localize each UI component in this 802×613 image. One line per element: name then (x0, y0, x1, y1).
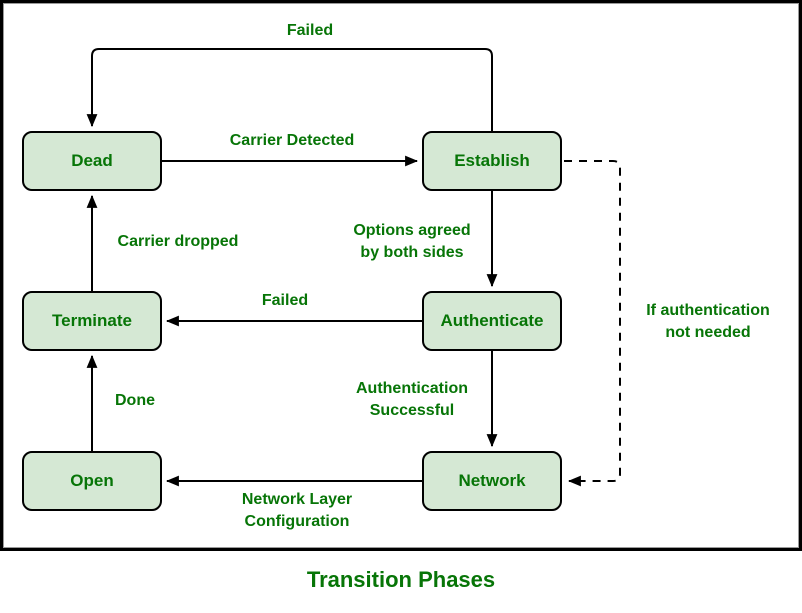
state-box-establish: Establish (422, 131, 562, 191)
transition-label-authentication-successful-line1: Authentication (356, 380, 468, 397)
state-box-open: Open (22, 451, 162, 511)
transition-label-if-authentication-not-needed-line1: If authentication (646, 302, 770, 319)
state-label-open: Open (70, 471, 114, 490)
transition-label-authentication-successful: Authentication Successful (356, 378, 468, 422)
diagram-title: Transition Phases (306, 567, 496, 592)
transition-arrows-layer (86, 48, 621, 487)
transition-label-options-agreed-line2: by both sides (360, 244, 464, 261)
transition-label-failed-top: Failed (286, 22, 334, 39)
transition-label-done: Done (115, 392, 155, 409)
state-box-dead: Dead (22, 131, 162, 191)
state-label-authenticate: Authenticate (440, 311, 544, 330)
state-label-terminate: Terminate (52, 311, 132, 330)
state-label-dead: Dead (71, 151, 113, 170)
arrow-establish-to-dead-failed (86, 48, 493, 131)
arrow-establish-to-network-dashed (564, 160, 621, 487)
transition-label-carrier-dropped: Carrier dropped (117, 233, 239, 250)
state-box-terminate: Terminate (22, 291, 162, 351)
transition-label-authentication-successful-line2: Successful (369, 402, 455, 419)
state-label-network: Network (458, 471, 526, 490)
transition-label-options-agreed-line1: Options agreed (353, 222, 471, 239)
transition-label-carrier-detected: Carrier Detected (229, 132, 355, 149)
transition-label-network-layer-configuration: Network Layer Configuration (242, 489, 352, 533)
transition-label-failed-mid: Failed (261, 292, 309, 309)
transition-label-network-layer-configuration-line2: Configuration (244, 513, 350, 530)
transition-label-if-authentication-not-needed-line2: not needed (665, 324, 751, 341)
state-box-network: Network (422, 451, 562, 511)
state-label-establish: Establish (454, 151, 530, 170)
state-box-authenticate: Authenticate (422, 291, 562, 351)
transition-label-if-authentication-not-needed: If authentication not needed (646, 300, 770, 344)
transition-label-network-layer-configuration-line1: Network Layer (241, 491, 353, 508)
transition-label-options-agreed: Options agreed by both sides (353, 220, 470, 264)
